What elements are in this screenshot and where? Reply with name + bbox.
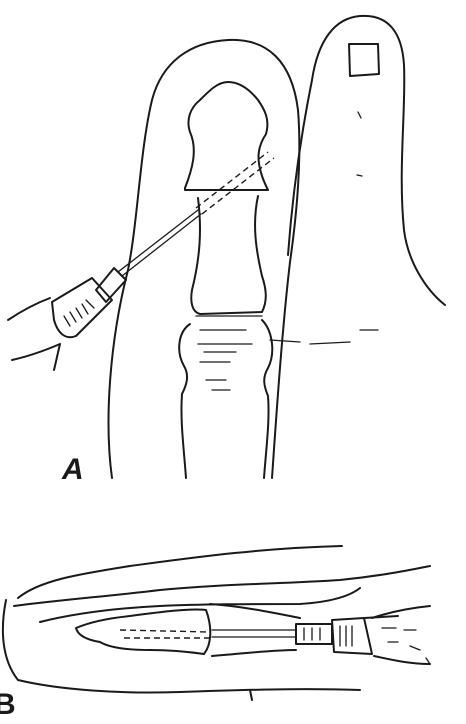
joint-shading: [198, 330, 378, 390]
panel-a-label: A: [62, 455, 84, 485]
big-toe-outline: [109, 40, 300, 478]
foot-outline-top: [18, 546, 342, 598]
panel-b-drawing: [3, 546, 430, 700]
distal-phalanx: [185, 82, 268, 190]
foot-outline-lower: [40, 588, 360, 622]
toenail: [349, 44, 379, 76]
needle-track-side: [120, 630, 210, 638]
second-toe-outline: [288, 16, 445, 305]
panel-b-label: B: [0, 690, 16, 720]
foot-outline-upper: [14, 566, 430, 606]
needle-shaft: [118, 210, 201, 276]
syringe-barrel: [52, 278, 112, 337]
foot-outline-bottom: [3, 600, 360, 700]
needle-shaft-side: [212, 630, 296, 637]
panel-a-drawing: [8, 16, 445, 478]
toe-crease-marks: [357, 112, 362, 176]
syringe-barrel-side: [332, 616, 398, 654]
hand-outline-side: [372, 606, 430, 664]
needle-track: [196, 152, 274, 214]
syringe-hub-side: [296, 624, 332, 644]
